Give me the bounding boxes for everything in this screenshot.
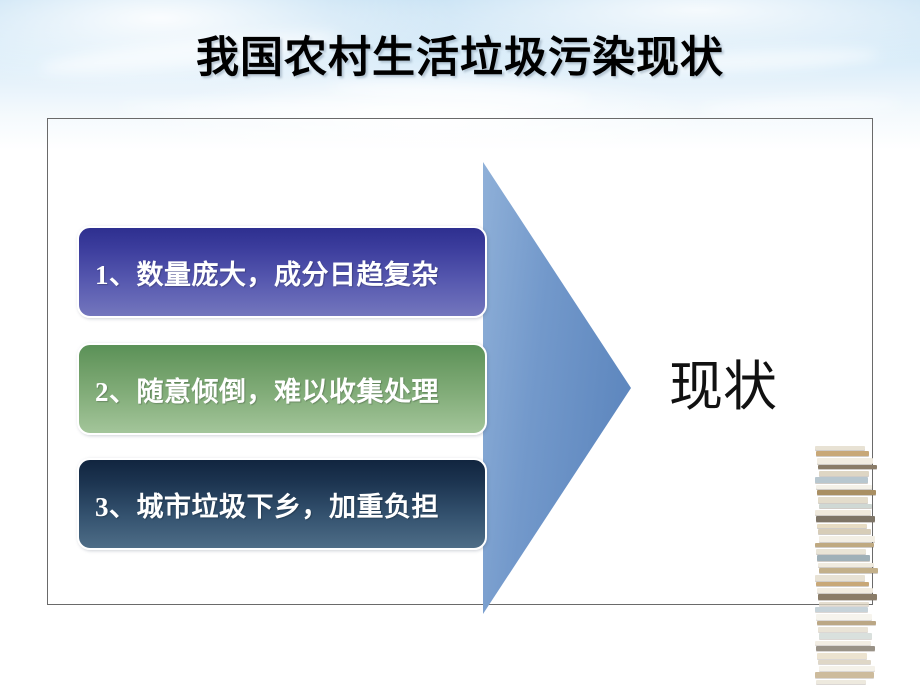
item-box-3-label: 3、城市垃圾下乡，加重负担 — [95, 491, 439, 522]
book-item — [819, 536, 875, 542]
book-item — [818, 529, 871, 534]
book-item — [816, 646, 875, 651]
book-item — [816, 485, 872, 489]
book-item — [819, 471, 869, 476]
sky-background — [0, 0, 920, 150]
book-item — [817, 524, 867, 528]
book-item — [815, 510, 871, 515]
book-item — [816, 614, 872, 620]
book-item — [819, 568, 878, 573]
book-item — [817, 621, 876, 625]
book-item — [815, 575, 865, 581]
book-item — [818, 594, 877, 600]
item-box-2-label: 2、随意倾倒，难以收集处理 — [95, 376, 439, 407]
book-item — [818, 627, 868, 632]
book-item — [816, 582, 869, 586]
book-item — [815, 641, 871, 645]
content-frame — [47, 118, 873, 605]
book-item — [818, 563, 874, 567]
book-item — [815, 543, 874, 547]
book-item — [819, 504, 872, 508]
book-item — [817, 555, 870, 561]
cloud-wisp — [699, 96, 901, 118]
book-item — [819, 666, 875, 671]
book-item — [815, 607, 868, 612]
book-item — [817, 458, 873, 464]
item-box-3[interactable]: 3、城市垃圾下乡，加重负担 — [77, 458, 487, 550]
book-item — [816, 549, 866, 554]
book-item — [816, 516, 875, 522]
book-item — [817, 653, 867, 659]
book-item — [815, 446, 865, 450]
book-item — [816, 451, 869, 456]
book-item — [817, 588, 873, 593]
book-item — [817, 490, 876, 495]
book-item — [818, 465, 877, 469]
book-item — [818, 497, 868, 503]
item-box-2[interactable]: 2、随意倾倒，难以收集处理 — [77, 343, 487, 435]
slide-title: 我国农村生活垃圾污染现状 — [196, 34, 724, 82]
item-box-1[interactable]: 1、数量庞大，成分日趋复杂 — [77, 226, 487, 318]
right-arrow-icon — [483, 162, 631, 614]
book-item — [815, 672, 874, 678]
book-item — [818, 660, 871, 664]
book-stack-image — [812, 444, 878, 687]
item-box-1-label: 1、数量庞大，成分日趋复杂 — [95, 259, 439, 290]
book-item — [816, 680, 866, 684]
book-item — [819, 602, 869, 606]
arrow-target-label: 现状 — [669, 357, 777, 417]
book-item — [815, 477, 868, 483]
book-item — [819, 633, 872, 639]
